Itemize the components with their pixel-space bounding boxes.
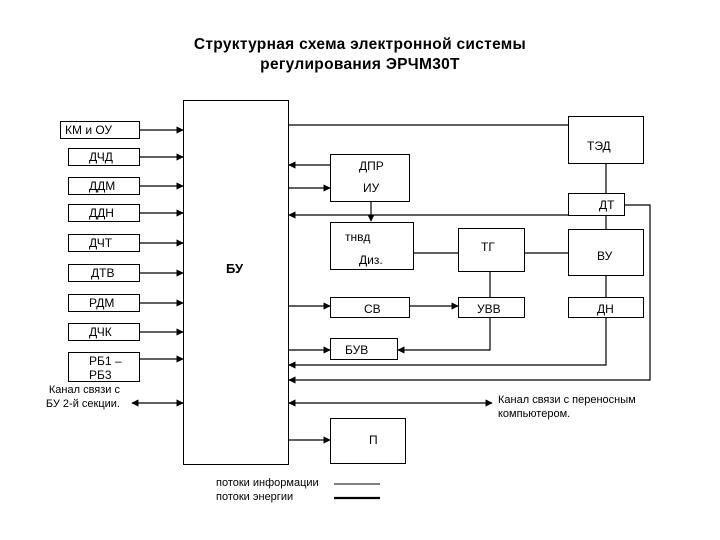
block-buv-label: БУВ bbox=[345, 343, 369, 357]
block-dchd: ДЧД bbox=[68, 148, 140, 166]
block-ted-label: ТЭД bbox=[587, 139, 611, 153]
block-dt-label: ДТ bbox=[599, 198, 615, 212]
block-uvv-label: УВВ bbox=[477, 302, 501, 316]
block-ddm-label: ДДМ bbox=[89, 179, 116, 193]
block-uvv: УВВ bbox=[458, 297, 525, 318]
block-rdm-label: РДМ bbox=[89, 296, 115, 310]
block-diz-label: Диз. bbox=[359, 253, 383, 267]
block-bu-label: БУ bbox=[226, 261, 244, 276]
block-rb-label: РБ1 – РБ3 bbox=[89, 354, 122, 382]
block-sv-label: СВ bbox=[364, 302, 381, 316]
block-ddn-label: ДДН bbox=[89, 206, 114, 220]
block-p-label: П bbox=[369, 433, 378, 447]
block-iu-label: ИУ bbox=[363, 181, 380, 195]
block-dcht: ДЧТ bbox=[68, 234, 140, 252]
block-dchk: ДЧК bbox=[68, 323, 140, 341]
block-dchd-label: ДЧД bbox=[89, 150, 113, 164]
block-tg: ТГ bbox=[458, 228, 525, 272]
block-buv: БУВ bbox=[330, 338, 398, 360]
block-ddn: ДДН bbox=[68, 204, 140, 222]
block-ddm: ДДМ bbox=[68, 177, 140, 195]
block-vu-label: ВУ bbox=[597, 249, 613, 263]
block-vu: ВУ bbox=[568, 229, 644, 276]
diagram-title-line-1: Структурная схема электронной системы bbox=[193, 36, 527, 53]
block-km-ou-label: КМ и ОУ bbox=[65, 123, 113, 137]
block-tnvd-diz: тнвд Диз. bbox=[330, 222, 414, 270]
diagram-title-line-2: регулирования ЭРЧМ30Т bbox=[260, 56, 460, 73]
arrow-dt-loop-bu bbox=[288, 204, 651, 384]
block-dpr-iu: ДПР ИУ bbox=[330, 154, 410, 202]
block-tnvd-label: тнвд bbox=[345, 230, 371, 244]
block-sv: СВ bbox=[330, 297, 410, 318]
block-dpr-label: ДПР bbox=[359, 159, 384, 173]
annotation-link-bu2: Канал связи с БУ 2-й секции. bbox=[45, 384, 120, 410]
block-rb: РБ1 – РБ3 bbox=[68, 352, 140, 382]
block-dn: ДН bbox=[568, 297, 644, 318]
block-dn-label: ДН bbox=[597, 302, 614, 316]
arrow-uvv-buv bbox=[397, 318, 491, 354]
block-dtv-label: ДТВ bbox=[91, 266, 115, 280]
block-bu: БУ bbox=[183, 100, 289, 465]
block-dcht-label: ДЧТ bbox=[89, 236, 113, 250]
block-ted: ТЭД bbox=[568, 116, 644, 164]
block-rdm: РДМ bbox=[68, 294, 140, 312]
arrow-dn-bu bbox=[288, 318, 607, 369]
block-km-ou: КМ и ОУ bbox=[60, 121, 140, 139]
block-p: П bbox=[330, 418, 406, 464]
annotation-link-pc: Канал связи с переносным компьютером. bbox=[498, 394, 636, 420]
legend-info-label: потоки информации bbox=[216, 477, 319, 489]
block-dtv: ДТВ bbox=[68, 264, 140, 282]
block-dt: ДТ bbox=[568, 193, 625, 216]
block-dchk-label: ДЧК bbox=[89, 325, 112, 339]
block-tg-label: ТГ bbox=[481, 240, 495, 254]
legend-energy-label: потоки энергии bbox=[216, 491, 294, 503]
